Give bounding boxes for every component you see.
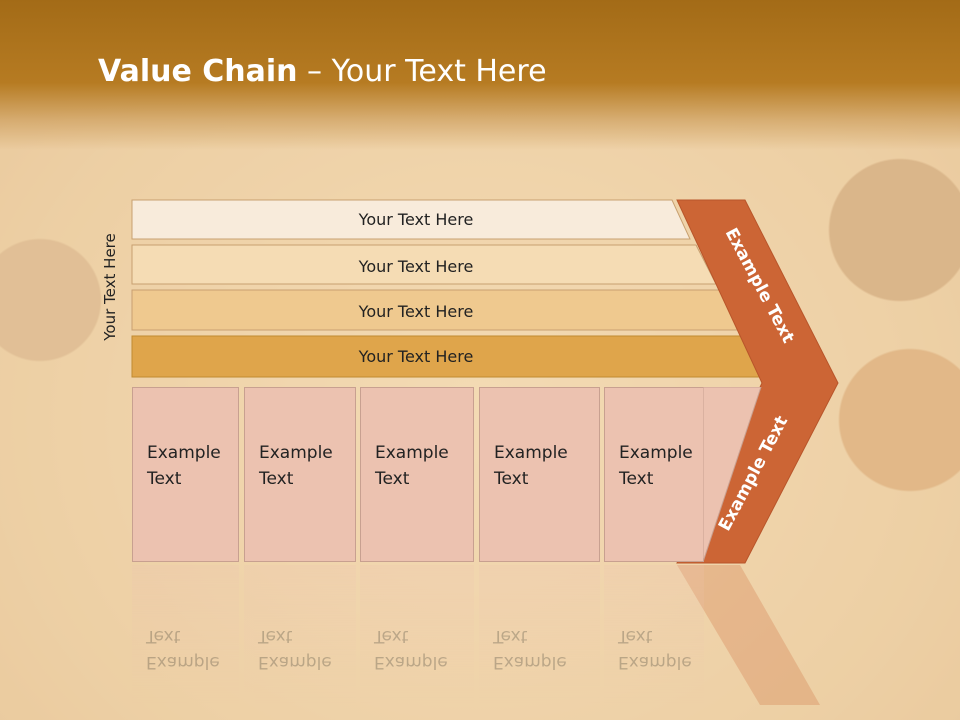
activity-box-4-label: Example Text (494, 443, 568, 489)
bar-3-label: Your Text Here (358, 302, 474, 321)
activity-box-5-edge (703, 387, 762, 562)
activity-box-1: Example Text (132, 387, 239, 562)
box-5-reflection-label: Example Text (618, 626, 692, 672)
activity-box-3-label: Example Text (375, 443, 449, 489)
title-rest: – Your Text Here (297, 54, 547, 89)
bar-2-label: Your Text Here (358, 257, 474, 276)
activity-box-2: Example Text (244, 387, 356, 562)
activity-box-1-label: Example Text (147, 443, 221, 489)
activity-box-5-label: Example Text (619, 443, 693, 489)
slide-title: Value Chain – Your Text Here (98, 54, 547, 89)
box-3-reflection-label: Example Text (374, 626, 448, 672)
box-2-reflection: Example Text (244, 565, 356, 705)
box-4-reflection: Example Text (479, 565, 600, 705)
value-chain-arrow (676, 199, 839, 564)
activity-box-3: Example Text (360, 387, 474, 562)
title-bar (0, 0, 960, 150)
bar-1-label: Your Text Here (358, 210, 474, 229)
box-2-reflection-label: Example Text (258, 626, 332, 672)
activity-box-5: Example Text (604, 387, 704, 562)
box-1-reflection-label: Example Text (146, 626, 220, 672)
arrow-reflection (677, 565, 820, 705)
box-4-reflection-label: Example Text (493, 626, 567, 672)
activity-box-4: Example Text (479, 387, 600, 562)
bar-1 (131, 199, 691, 240)
box-5-reflection: Example Text (604, 565, 704, 705)
box-1-reflection: Example Text (132, 565, 239, 705)
activity-box-2-label: Example Text (259, 443, 333, 489)
title-bold: Value Chain (98, 54, 298, 89)
box-3-reflection: Example Text (360, 565, 474, 705)
bar-4-label: Your Text Here (358, 347, 474, 366)
